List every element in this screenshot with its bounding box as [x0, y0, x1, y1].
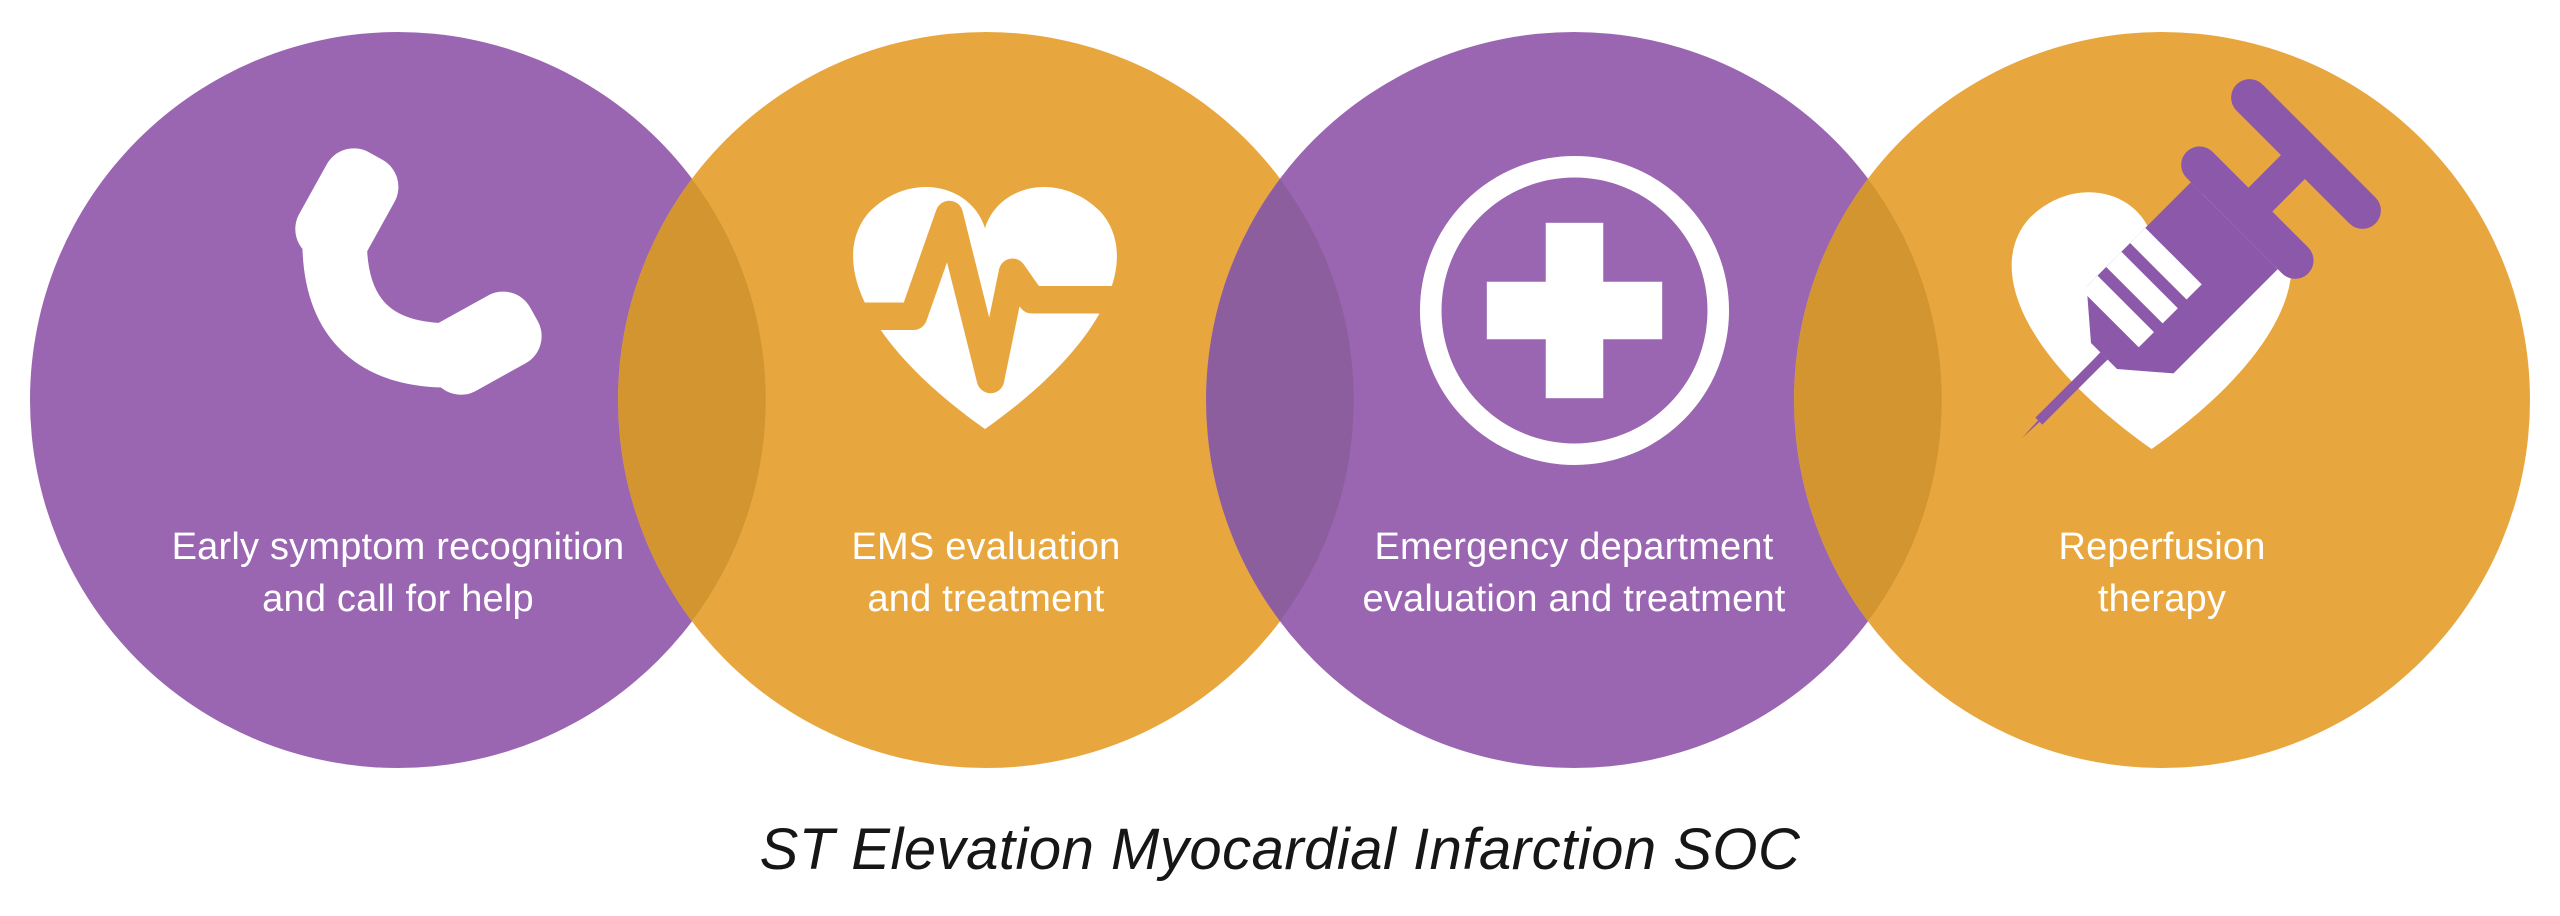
overlap-lens-1-2 [618, 179, 766, 621]
stage-label-3-line-1: Emergency department [1374, 526, 1774, 568]
diagram-title: ST Elevation Myocardial Infarction SOC [759, 817, 1801, 882]
stage-label-2: EMS evaluation and treatment [686, 521, 1286, 625]
heart-syringe-icon [2011, 79, 2381, 450]
overlap-lens-3-4 [1794, 179, 1942, 621]
stage-circle-3 [1206, 32, 1942, 768]
stage-label-4: Reperfusion therapy [1862, 521, 2462, 625]
stage-label-3-line-2: evaluation and treatment [1362, 578, 1786, 620]
stage-label-3: Emergency department evaluation and trea… [1274, 521, 1874, 625]
stage-circle-1 [30, 32, 766, 768]
medical-cross-circle-icon [1419, 155, 1730, 466]
circle-outline [1419, 155, 1730, 466]
stage-label-1-line-1: Early symptom recognition [171, 526, 625, 568]
heartbeat-heart-icon [817, 187, 1153, 429]
stage-label-2-line-1: EMS evaluation [851, 526, 1121, 568]
ekg-pulse-line [817, 200, 1153, 394]
phone-icon [295, 148, 542, 395]
overlap-lens-2-3 [1206, 179, 1354, 621]
stage-label-4-line-2: therapy [2097, 578, 2227, 620]
stage-label-4-line-1: Reperfusion [2058, 526, 2266, 568]
stage-label-1: Early symptom recognition and call for h… [98, 521, 698, 625]
stage-label-1-line-2: and call for help [262, 578, 534, 620]
stage-label-2-line-2: and treatment [867, 578, 1105, 620]
syringe-shape [2021, 79, 2381, 439]
